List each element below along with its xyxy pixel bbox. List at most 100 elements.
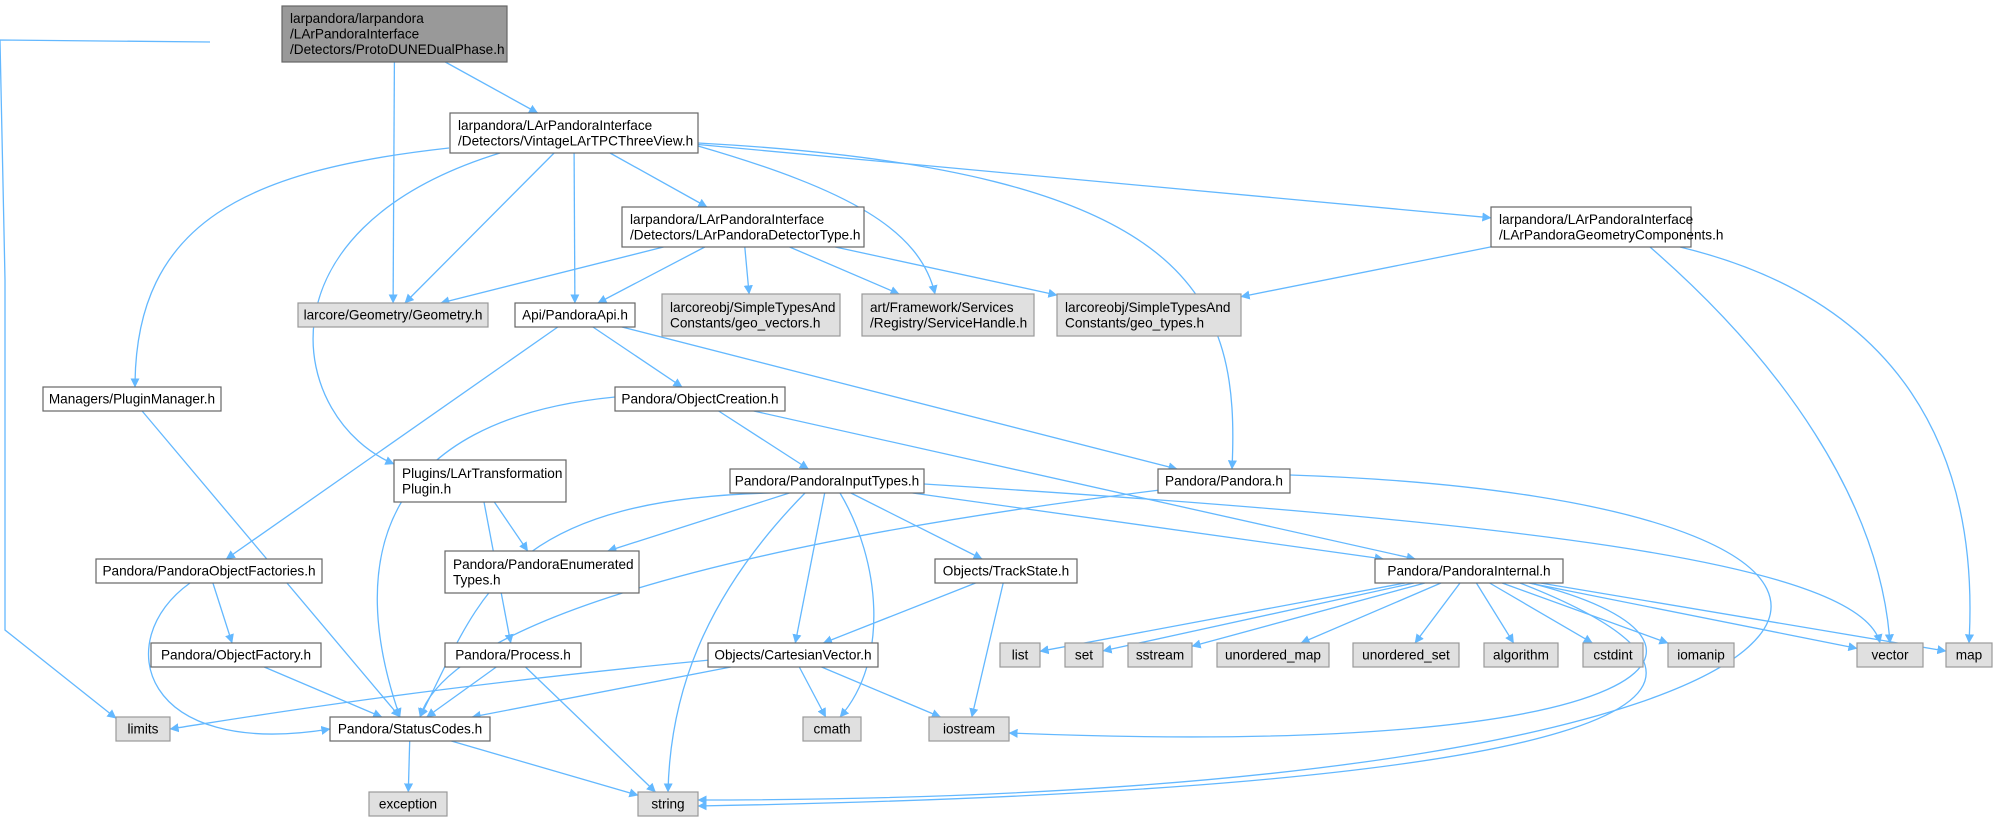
node-box-iomanip [1667, 642, 1735, 668]
edge-pandoraapi-to-objectcreation [592, 326, 683, 388]
edge-root-to-geometry [388, 61, 398, 304]
node-box-objectcreation [614, 386, 786, 412]
edge-objectcreation-to-internal [753, 410, 1416, 562]
node-box-geometry [297, 302, 489, 328]
node-box-geomcomp [1490, 206, 1692, 248]
node-objectcreation[interactable]: Pandora/ObjectCreation.h [614, 386, 786, 412]
edge-objectcreation-to-statuscodes [376, 396, 616, 718]
node-box-cmath [802, 716, 862, 742]
node-geotypes: larcoreobj/SimpleTypesAndConstants/geo_t… [1056, 293, 1242, 337]
edge-inputtypes-to-enumerated [607, 492, 790, 553]
node-box-limits [115, 716, 171, 742]
node-statuscodes[interactable]: Pandora/StatusCodes.h [329, 716, 491, 742]
node-box-sstream [1127, 642, 1193, 668]
edge-objectcreation-to-inputtypes [718, 410, 809, 470]
node-geomcomp[interactable]: larpandora/LArPandoraInterface/LArPandor… [1490, 206, 1723, 248]
node-label-geotypes-line-0: larcoreobj/SimpleTypesAnd [1065, 300, 1230, 315]
edge-internal-to-vector [1528, 582, 1858, 652]
edge-objectfactories-to-objectfactory [212, 582, 234, 644]
node-cartesian[interactable]: Objects/CartesianVector.h [707, 642, 879, 668]
node-label-lartransform-line-0: Plugins/LArTransformation [402, 466, 562, 481]
node-internal[interactable]: Pandora/PandoraInternal.h [1374, 558, 1564, 584]
node-vintage[interactable]: larpandora/LArPandoraInterface/Detectors… [449, 112, 699, 154]
node-dettype[interactable]: larpandora/LArPandoraInterface/Detectors… [621, 206, 865, 248]
edge-internal-to-sstream [1191, 582, 1426, 649]
edge-internal-to-map [1540, 582, 1947, 655]
edge-dettype-to-servicehandle [789, 246, 900, 295]
node-label-lartransform-line-1: Plugin.h [402, 481, 451, 496]
edge-geomcomp-to-map [1679, 246, 1975, 644]
node-label-pandoraapi-line-0: Api/PandoraApi.h [522, 308, 628, 323]
node-algorithm: algorithm [1483, 642, 1559, 668]
node-geometry: larcore/Geometry/Geometry.h [297, 302, 489, 328]
node-label-geomcomp-line-1: /LArPandoraGeometryComponents.h [1499, 227, 1723, 242]
edge-internal-to-string [697, 582, 1647, 811]
node-pluginmanager[interactable]: Managers/PluginManager.h [42, 386, 222, 412]
node-label-objectfactories-line-0: Pandora/PandoraObjectFactories.h [102, 564, 315, 579]
edge-internal-to-list [1039, 582, 1406, 655]
edge-vintage-to-dettype [609, 152, 708, 208]
node-label-objectcreation-line-0: Pandora/ObjectCreation.h [621, 392, 778, 407]
node-label-trackstate-line-0: Objects/TrackState.h [943, 564, 1069, 579]
node-pandora[interactable]: Pandora/Pandora.h [1157, 468, 1291, 494]
node-label-geomcomp-line-0: larpandora/LArPandoraInterface [1499, 212, 1693, 227]
node-vector: vector [1856, 642, 1924, 668]
node-inputtypes[interactable]: Pandora/PandoraInputTypes.h [729, 468, 925, 494]
node-box-dettype [621, 206, 865, 248]
node-label-cstdint-line-0: cstdint [1593, 648, 1633, 663]
edge-statuscodes-to-exception [403, 740, 414, 793]
edge-objectfactory-to-statuscodes [263, 666, 383, 718]
node-trackstate[interactable]: Objects/TrackState.h [934, 558, 1078, 584]
edge-dettype-to-pandoraapi [597, 246, 706, 304]
edge-pandora-to-statuscodes [418, 489, 1161, 718]
node-root[interactable]: larpandora/larpandora/LArPandoraInterfac… [281, 5, 508, 63]
node-box-inputtypes [729, 468, 925, 494]
node-label-internal-line-0: Pandora/PandoraInternal.h [1387, 564, 1550, 579]
node-process[interactable]: Pandora/Process.h [444, 642, 582, 668]
edge-internal-to-iostream [1008, 582, 1647, 738]
node-exception: exception [368, 791, 448, 817]
node-cmath: cmath [802, 716, 862, 742]
node-label-pluginmanager-line-0: Managers/PluginManager.h [49, 392, 215, 407]
node-box-vintage [449, 112, 699, 154]
node-box-exception [368, 791, 448, 817]
node-box-statuscodes [329, 716, 491, 742]
node-box-algorithm [1483, 642, 1559, 668]
node-box-vector [1856, 642, 1924, 668]
node-label-vintage-line-0: larpandora/LArPandoraInterface [458, 118, 652, 133]
node-label-dettype-line-1: /Detectors/LArPandoraDetectorType.h [630, 227, 860, 242]
node-label-limits-line-0: limits [128, 722, 159, 737]
edge-vintage-to-pluginmanager [130, 147, 450, 388]
node-box-string [637, 791, 699, 817]
node-box-unordered_map [1216, 642, 1330, 668]
node-label-sstream-line-0: sstream [1136, 648, 1184, 663]
edge-dettype-to-geotypes [835, 246, 1058, 298]
node-box-objectfactories [95, 558, 323, 584]
edge-geomcomp-to-vector [1649, 246, 1894, 644]
edge-root-to-limits [0, 39, 211, 719]
edge-inputtypes-to-cartesian [792, 492, 826, 644]
node-list: list [999, 642, 1041, 668]
node-pandoraapi[interactable]: Api/PandoraApi.h [514, 302, 636, 328]
node-box-enumerated [444, 550, 640, 594]
edge-vintage-to-geomcomp [697, 143, 1492, 222]
edge-process-to-string [525, 666, 656, 793]
node-box-geovectors [661, 293, 841, 337]
node-objectfactories[interactable]: Pandora/PandoraObjectFactories.h [95, 558, 323, 584]
node-label-vintage-line-1: /Detectors/VintageLArTPCThreeView.h [458, 133, 693, 148]
edge-lartransform-to-enumerated [493, 501, 529, 552]
node-label-enumerated-line-0: Pandora/PandoraEnumerated [453, 557, 634, 572]
edge-inputtypes-to-cmath [839, 492, 875, 718]
edge-internal-to-algorithm [1475, 582, 1515, 644]
node-box-process [444, 642, 582, 668]
node-objectfactory[interactable]: Pandora/ObjectFactory.h [150, 642, 322, 668]
node-label-root-line-1: /LArPandoraInterface [290, 27, 419, 42]
node-label-set-line-0: set [1075, 648, 1093, 663]
node-iomanip: iomanip [1667, 642, 1735, 668]
node-box-lartransform [393, 459, 567, 503]
node-sstream: sstream [1127, 642, 1193, 668]
node-label-process-line-0: Pandora/Process.h [455, 648, 571, 663]
node-set: set [1064, 642, 1104, 668]
